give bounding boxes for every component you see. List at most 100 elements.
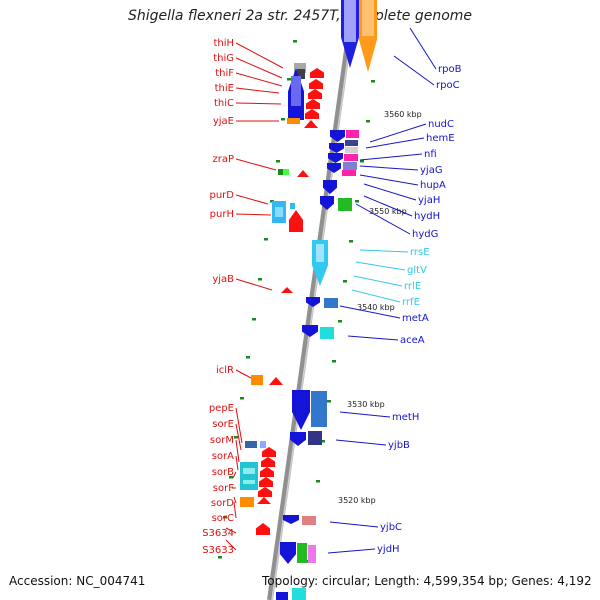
right-leader-line: [359, 249, 409, 253]
gene-thiH-cap: [294, 63, 306, 73]
scale-tick: [229, 476, 233, 479]
left-gene-label: sorB: [212, 467, 234, 478]
scale-tick: [327, 400, 331, 403]
scale-tick: [355, 200, 359, 203]
gene-sorC-orange: [240, 497, 254, 507]
scale-tick: [276, 160, 280, 163]
left-leader-line: [232, 471, 237, 479]
gene-yjbB-dark: [308, 431, 322, 445]
gene-thi-highlight: [291, 76, 301, 106]
scale-tick: [281, 118, 285, 121]
gene-iclR: [251, 375, 263, 385]
right-leader-line: [363, 195, 413, 217]
left-leader-line: [235, 102, 282, 105]
kbp-label: 3560 kbp: [384, 110, 422, 119]
gene-aceA: [302, 325, 318, 337]
right-gene-label: nfi: [424, 149, 437, 160]
gene-zraP-a: [278, 169, 283, 175]
right-gene-label: rrlE: [404, 281, 421, 292]
gene-bottom-blue: [276, 592, 288, 600]
right-leader-line: [339, 305, 401, 319]
scale-tick: [293, 40, 297, 43]
gene-yjdH-pink: [308, 545, 316, 563]
left-leader-line: [235, 42, 284, 69]
left-leader-line: [235, 158, 277, 171]
gene-hemE: [329, 143, 344, 153]
right-gene-label: hupA: [420, 180, 446, 191]
kbp-label: 3550 kbp: [369, 207, 407, 216]
map-title: Shigella flexneri 2a str. 2457T, complet…: [127, 8, 473, 24]
right-gene-label: metH: [392, 412, 419, 423]
gene-sorB-arrow: [260, 467, 274, 477]
left-gene-label: yjaB: [212, 274, 234, 285]
gene-sorA-arrow: [261, 457, 275, 467]
gene-sorE-block: [240, 462, 258, 490]
gene-sorD-arrow: [258, 487, 272, 497]
kbp-label: 3520 kbp: [338, 496, 376, 505]
left-gene-label: iclR: [216, 365, 234, 376]
gene-yjaB: [281, 287, 293, 293]
topology-text: Topology: circular; Length: 4,599,354 bp…: [262, 574, 592, 588]
right-gene-label: rpoC: [436, 80, 460, 91]
left-gene-label: sorC: [212, 513, 234, 524]
left-leader-line: [233, 501, 237, 519]
left-gene-label: thiH: [213, 38, 234, 49]
right-gene-label: yjaG: [420, 165, 443, 176]
gene-nudC: [330, 130, 345, 142]
gene-yjdH-green: [297, 543, 307, 563]
accession-text: Accession: NC_004741: [9, 574, 146, 588]
scale-tick: [343, 280, 347, 283]
gene-metA: [306, 297, 320, 307]
scale-tick: [240, 397, 244, 400]
gene-yjaG: [327, 163, 341, 173]
gene-purH-arrow: [289, 210, 303, 232]
right-leader-line: [359, 174, 419, 186]
gene-hydH: [323, 180, 337, 194]
left-gene-label: zraP: [212, 154, 234, 165]
gene-iclR-arrow: [269, 377, 283, 385]
scale-tick: [223, 516, 227, 519]
left-gene-label: sorM: [210, 435, 234, 446]
left-leader-line: [235, 87, 280, 94]
right-gene-label: hydG: [412, 229, 438, 240]
scale-tick: [371, 80, 375, 83]
left-leader-line: [235, 407, 243, 444]
gene-thiH-arrow: [310, 68, 324, 78]
gene-nfi-dark: [345, 140, 358, 146]
gene-yjbB: [290, 432, 306, 446]
left-gene-label: purH: [210, 209, 234, 220]
right-gene-label: rrsE: [410, 247, 430, 258]
right-leader-line: [363, 183, 417, 201]
scale-tick: [360, 160, 364, 163]
scale-tick: [258, 278, 262, 281]
scale-tick: [234, 436, 238, 439]
gene-hydG-green: [338, 198, 352, 211]
left-leader-line: [233, 496, 237, 504]
right-leader-line: [359, 153, 423, 161]
left-leader-line: [235, 455, 239, 471]
gene-rpoB-highlight: [344, 0, 356, 42]
gene-nfi-grey: [345, 147, 358, 153]
scale-tick: [316, 480, 320, 483]
gene-bottom-cyan: [292, 588, 306, 600]
gene-pepE: [245, 441, 257, 448]
right-gene-label: hydH: [414, 211, 440, 222]
scale-tick: [218, 556, 222, 559]
left-leader-line: [235, 439, 240, 463]
gene-yjaE-arrow: [304, 120, 318, 128]
left-gene-label: yjaE: [213, 116, 234, 127]
right-gene-label: metA: [402, 313, 429, 324]
gene-S3634: [256, 523, 270, 535]
scale-tick: [246, 356, 250, 359]
right-leader-line: [365, 137, 425, 149]
gene-nfi: [328, 153, 343, 163]
left-gene-label: sorA: [212, 451, 234, 462]
left-gene-label: S3634: [202, 528, 234, 539]
gene-yjdH: [280, 542, 296, 564]
gene-rpoC-highlight: [362, 0, 374, 36]
right-leader-line: [329, 521, 379, 528]
left-leader-line: [235, 278, 273, 291]
gene-sorC-arrow: [257, 497, 271, 504]
left-gene-label: purD: [210, 190, 235, 201]
